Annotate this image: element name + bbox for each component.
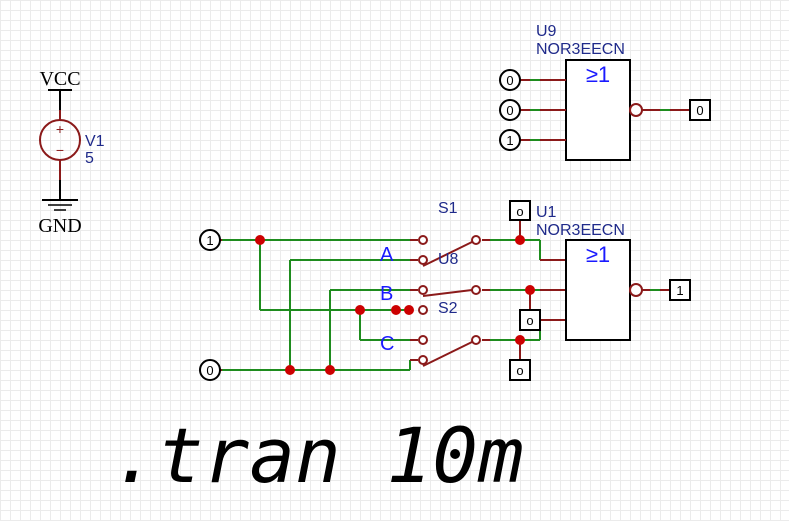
u9-in1-value: 0 <box>506 73 513 88</box>
u8-contact-a <box>418 335 428 345</box>
switch-s1[interactable] <box>418 235 481 267</box>
net-label-b: B <box>380 283 393 305</box>
u9-inversion-bubble <box>629 103 643 117</box>
probe-middle-box[interactable] <box>519 309 541 331</box>
u9-model-label: NOR3EECN <box>536 41 625 58</box>
v1-ref-label: V1 <box>85 133 105 150</box>
power-source-group[interactable]: VCC + − GND V1 5 <box>38 68 104 237</box>
junction-dot <box>355 305 365 315</box>
u1-inversion-bubble <box>629 283 643 297</box>
switch-u8[interactable] <box>418 335 481 367</box>
simulation-directive[interactable]: .tran 10m <box>112 411 524 500</box>
junction-dot <box>515 235 525 245</box>
u1-output-value: 1 <box>676 283 683 298</box>
u9-ref-label: U9 <box>536 23 557 40</box>
gate-u1[interactable]: U1 NOR3EECN ≥1 1 <box>536 204 691 341</box>
switch-s2[interactable] <box>418 285 481 315</box>
vcc-label: VCC <box>39 68 80 90</box>
probe-middle-value: o <box>526 313 533 328</box>
u9-in3-source[interactable] <box>499 129 521 151</box>
u1-gate-body[interactable] <box>565 239 631 341</box>
probe-top-value: o <box>516 204 523 219</box>
probe-bottom-box[interactable] <box>509 359 531 381</box>
u9-in2-value: 0 <box>506 103 513 118</box>
junction-dot <box>404 305 414 315</box>
u1-model-label: NOR3EECN <box>536 222 625 239</box>
probe-bottom-value: o <box>516 363 523 378</box>
junction-dot <box>525 285 535 295</box>
gate-u9[interactable]: U9 NOR3EECN ≥1 0 0 1 0 <box>499 23 711 161</box>
source-high-icon[interactable] <box>199 229 221 251</box>
s1-contact-b <box>418 255 428 265</box>
u9-in2-source[interactable] <box>499 99 521 121</box>
s1-common <box>471 235 481 245</box>
v1-plus-sign: + <box>56 121 64 137</box>
s2-lever[interactable] <box>422 289 473 297</box>
junction-dot <box>285 365 295 375</box>
source-high-value: 1 <box>206 233 213 248</box>
junction-dot <box>255 235 265 245</box>
junction-dot <box>325 365 335 375</box>
u8-label: U8 <box>438 251 459 268</box>
u1-ref-label: U1 <box>536 204 557 221</box>
net-label-a: A <box>380 244 394 266</box>
s1-label: S1 <box>438 200 458 217</box>
u9-output-probe[interactable] <box>689 99 711 121</box>
u9-in3-value: 1 <box>506 133 513 148</box>
s2-common <box>471 285 481 295</box>
source-high[interactable]: 1 <box>199 229 221 251</box>
gnd-label: GND <box>38 215 81 237</box>
probe-top-box[interactable] <box>509 200 531 221</box>
probe-bottom[interactable]: o <box>509 359 531 381</box>
junction-dot <box>515 335 525 345</box>
net-label-c: C <box>380 333 394 355</box>
source-low-value: 0 <box>206 363 213 378</box>
u1-gate-symbol: ≥1 <box>586 242 610 267</box>
junction-dot <box>391 305 401 315</box>
s2-contact-a <box>418 285 428 295</box>
source-low[interactable]: 0 <box>199 359 221 381</box>
s2-contact-b <box>418 305 428 315</box>
probe-middle[interactable]: o <box>519 309 541 331</box>
s1-contact-a <box>418 235 428 245</box>
v1-minus-sign: − <box>56 142 64 158</box>
u9-gate-symbol: ≥1 <box>586 62 610 87</box>
u9-in1-source[interactable] <box>499 69 521 91</box>
u8-contact-b <box>418 355 428 365</box>
junctions <box>255 235 535 375</box>
s2-label: S2 <box>438 300 458 317</box>
u8-common <box>471 335 481 345</box>
u8-lever[interactable] <box>422 341 473 367</box>
probe-top[interactable]: o <box>509 200 531 221</box>
u9-output-value: 0 <box>696 103 703 118</box>
source-low-icon[interactable] <box>199 359 221 381</box>
wires <box>220 239 566 371</box>
s1-lever[interactable] <box>422 241 473 267</box>
u1-output-probe[interactable] <box>669 279 691 301</box>
v1-value-label: 5 <box>85 150 94 167</box>
